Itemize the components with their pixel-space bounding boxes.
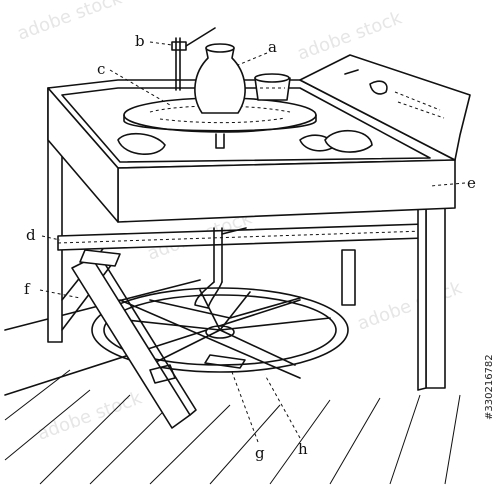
clay-vessel bbox=[194, 43, 246, 114]
label-b: b bbox=[135, 32, 145, 50]
leader-f bbox=[39, 289, 81, 299]
leader-h bbox=[264, 374, 301, 439]
watermark-mark-1: adobe stock bbox=[15, 0, 126, 45]
leader-b bbox=[149, 41, 173, 46]
label-f: f bbox=[24, 280, 31, 298]
water-pot bbox=[254, 73, 291, 101]
front-right-leg-side bbox=[417, 204, 427, 391]
label-a: a bbox=[268, 38, 277, 56]
front-right-leg bbox=[425, 204, 446, 389]
crank-shaft bbox=[194, 227, 247, 309]
box-front bbox=[117, 159, 456, 223]
leader-g bbox=[231, 371, 259, 443]
wheel-head bbox=[123, 97, 317, 149]
watermark-mark-4: adobe stock bbox=[355, 277, 466, 334]
treadle bbox=[71, 249, 301, 429]
label-h: h bbox=[298, 440, 308, 458]
label-g: g bbox=[255, 444, 265, 462]
label-d: d bbox=[26, 226, 36, 244]
part-labels: a b c d e f g h bbox=[24, 32, 476, 462]
seat-board bbox=[299, 54, 471, 161]
label-e: e bbox=[467, 174, 476, 192]
watermark-pattern: adobe stock adobe stock adobe stock adob… bbox=[15, 0, 466, 445]
label-c: c bbox=[97, 60, 105, 78]
box-side bbox=[47, 87, 119, 223]
leader-a bbox=[237, 52, 268, 66]
back-right-leg bbox=[341, 249, 356, 306]
floor-boards bbox=[4, 279, 461, 485]
watermark-id: #330216782 bbox=[484, 354, 495, 420]
leader-lines bbox=[39, 41, 466, 443]
height-gauge bbox=[171, 27, 216, 91]
clay-lumps bbox=[117, 129, 373, 155]
